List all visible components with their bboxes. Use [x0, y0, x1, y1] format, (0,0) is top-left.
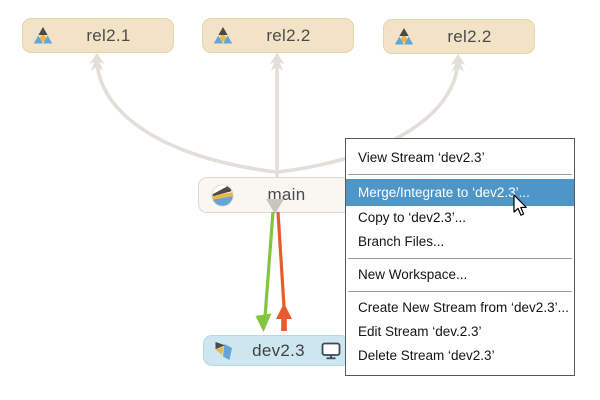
release-stream-icon [212, 26, 234, 45]
menu-separator [348, 258, 572, 259]
copy-up-orange-arrow [276, 211, 292, 331]
menu-separator [348, 174, 572, 175]
menu-item-create-new-stream[interactable]: Create New Stream from ‘dev2.3’... [358, 300, 569, 315]
stream-node-rel2.2-right[interactable]: rel2.2 [383, 19, 535, 54]
stream-node-dev2.3[interactable]: dev2.3 [203, 335, 350, 366]
stream-node-main[interactable]: main [198, 177, 350, 213]
stream-label: rel2.1 [86, 25, 131, 45]
menu-separator [348, 291, 572, 292]
edge-main-rel21 [95, 57, 277, 174]
menu-item-edit-stream[interactable]: Edit Stream ‘dev.2.3’ [358, 324, 482, 339]
stream-label: rel2.2 [266, 25, 311, 45]
development-stream-icon [213, 340, 236, 362]
menu-item-copy-to[interactable]: Copy to ‘dev2.3’... [358, 210, 467, 225]
merge-down-green-arrow [255, 211, 275, 332]
stream-label: main [267, 185, 306, 204]
stream-node-rel2.2-middle[interactable]: rel2.2 [202, 18, 354, 53]
menu-item-view-stream[interactable]: View Stream ‘dev2.3’ [358, 150, 485, 165]
menu-item-new-workspace[interactable]: New Workspace... [358, 267, 468, 282]
release-stream-icon [393, 27, 415, 46]
menu-item-delete-stream[interactable]: Delete Stream ‘dev2.3’ [358, 348, 495, 363]
stream-label: rel2.2 [447, 26, 492, 46]
stream-context-menu: View Stream ‘dev2.3’ Merge/Integrate to … [345, 138, 575, 376]
menu-item-merge-integrate[interactable]: Merge/Integrate to ‘dev2.3’... [346, 179, 574, 206]
release-stream-icon [32, 26, 54, 45]
mainline-stream-icon [211, 183, 234, 207]
merge-up-arrowhead-icons [89, 53, 466, 72]
stream-node-rel2.1[interactable]: rel2.1 [22, 18, 174, 53]
menu-item-branch-files[interactable]: Branch Files... [358, 234, 445, 249]
workspace-monitor-icon [321, 342, 341, 360]
stream-label: dev2.3 [252, 340, 305, 360]
